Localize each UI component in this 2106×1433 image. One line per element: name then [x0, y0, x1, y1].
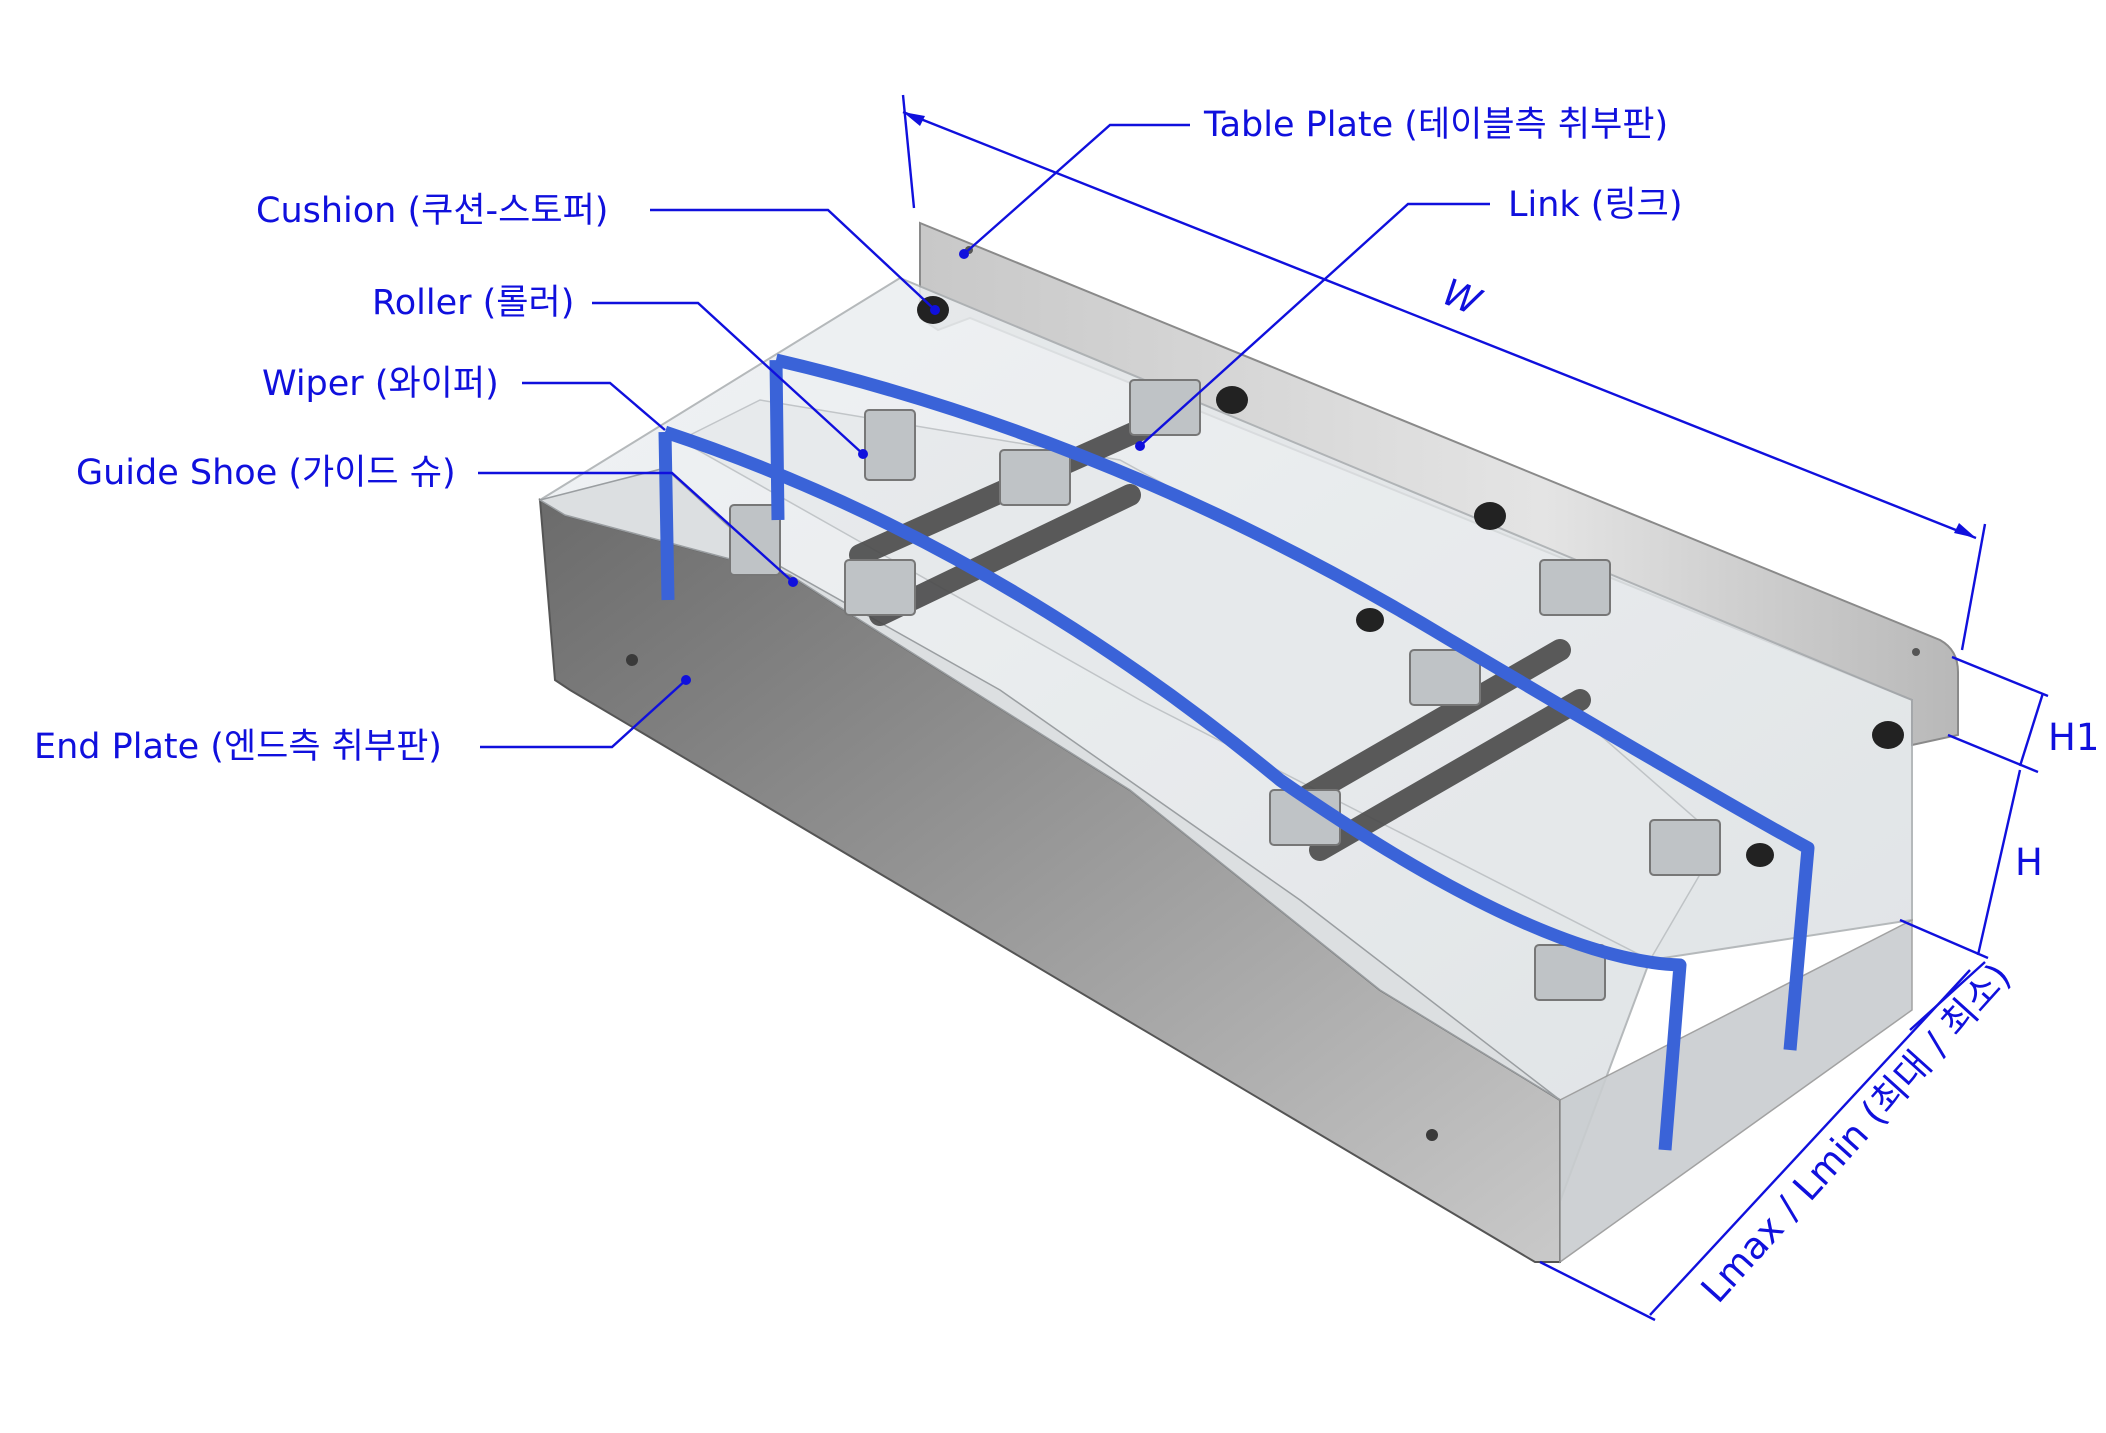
- callout-guide-shoe: Guide Shoe (가이드 슈): [76, 453, 798, 587]
- mounting-hole: [626, 654, 638, 666]
- wiper-front: [658, 425, 1687, 1151]
- mounting-hole: [1912, 648, 1920, 656]
- callout-roller: Roller (롤러): [372, 283, 868, 459]
- callout-wiper: Wiper (와이퍼): [262, 364, 666, 431]
- label-cushion: Cushion (쿠션-스토퍼): [256, 191, 608, 231]
- label-end-plate: End Plate (엔드측 취부판): [34, 727, 442, 767]
- callout-end-plate: End Plate (엔드측 취부판): [34, 675, 691, 767]
- wiper-back: [769, 353, 1815, 1051]
- callout-link: Link (링크): [1135, 185, 1683, 451]
- label-guide-shoe: Guide Shoe (가이드 슈): [76, 453, 456, 493]
- dimension-h-label: H: [2015, 841, 2043, 884]
- dimension-h: H: [1899, 769, 2043, 960]
- guide-blocks: [729, 379, 1721, 1001]
- callout-cushion: Cushion (쿠션-스토퍼): [256, 191, 940, 315]
- dimension-h1: H1: [1947, 655, 2099, 774]
- cushion-stoppers: [917, 296, 1904, 867]
- cover-illustration: [538, 221, 1959, 1264]
- mounting-hole: [1426, 1129, 1438, 1141]
- label-roller: Roller (롤러): [372, 283, 574, 323]
- label-table-plate: Table Plate (테이블측 취부판): [1203, 105, 1668, 145]
- dimension-h1-label: H1: [2048, 716, 2099, 759]
- label-wiper: Wiper (와이퍼): [262, 364, 499, 404]
- label-link: Link (링크): [1508, 185, 1683, 225]
- dimension-w-label: W: [1437, 270, 1488, 324]
- callout-table-plate: Table Plate (테이블측 취부판): [959, 105, 1668, 259]
